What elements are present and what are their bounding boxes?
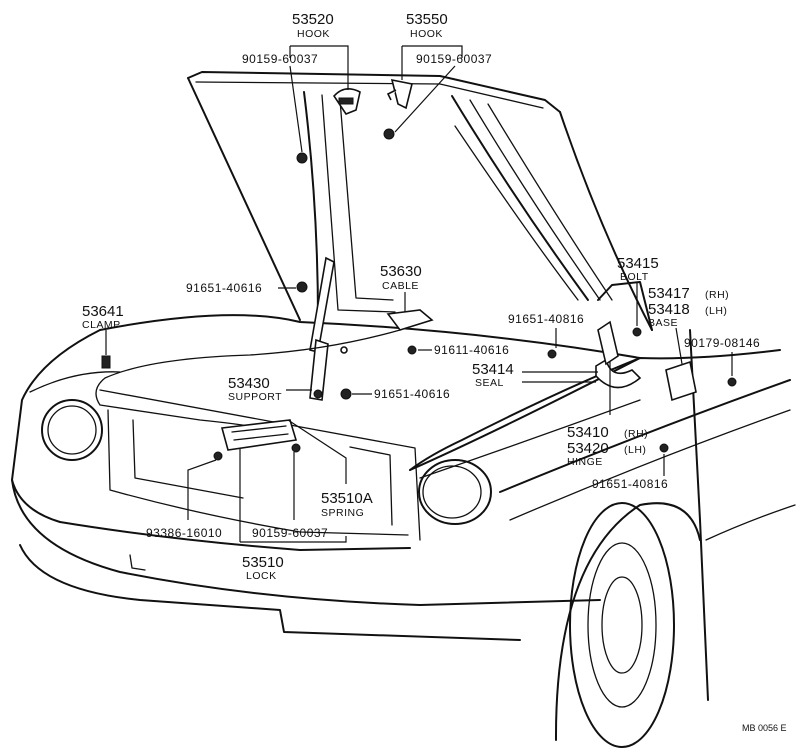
hinge-seal-part (595, 358, 642, 389)
label-90159-left: 90159-60037 (242, 52, 318, 66)
label-53417-suffix: (RH) (705, 289, 729, 301)
parts (95, 78, 737, 461)
label-91611-40616: 91611-40616 (434, 343, 509, 357)
label-90179-08146: 90179-08146 (684, 336, 760, 350)
release-cable-part (95, 309, 434, 431)
label-53430-name: SUPPORT (228, 391, 282, 403)
label-53510-name: LOCK (246, 570, 277, 582)
label-53520-number: 53520 (292, 11, 334, 28)
hood-hook-right-part (386, 78, 413, 110)
screw-right-part (383, 128, 395, 140)
hood-hook-left-part (332, 88, 361, 115)
part-labels: 53520 HOOK 53550 HOOK 90159-60037 90159-… (82, 11, 787, 733)
label-53415-number: 53415 (617, 255, 659, 272)
label-53520-name: HOOK (297, 28, 330, 40)
label-90159-60037-lower: 90159-60037 (252, 526, 328, 540)
label-53417-number: 53417 (648, 285, 690, 302)
label-90159-right: 90159-60037 (416, 52, 492, 66)
support-bolt-lower-part (340, 388, 352, 400)
hood-lock-part (213, 419, 301, 461)
bolt-91611-part (407, 345, 417, 355)
clamp-part (101, 355, 111, 369)
label-53420-suffix: (LH) (624, 444, 646, 456)
label-53641-name: CLAMP (82, 319, 121, 331)
hinge-bolt-lower-part (659, 443, 669, 453)
hinge-base-part (665, 360, 697, 402)
hood-hinge-part (597, 320, 619, 366)
label-53414-number: 53414 (472, 361, 514, 378)
label-53510-number: 53510 (242, 554, 284, 571)
label-53430-number: 53430 (228, 375, 270, 392)
leader-lines (105, 45, 733, 543)
label-53410-suffix: (RH) (624, 428, 648, 440)
label-53420-name: HINGE (567, 456, 603, 468)
hood-support-part (309, 256, 335, 401)
label-53550-number: 53550 (406, 11, 448, 28)
screw-left-part (296, 152, 308, 164)
label-53630-name: CABLE (382, 280, 419, 292)
label-53410-number: 53410 (567, 424, 609, 441)
support-bolt-upper-part (296, 281, 308, 293)
label-53414-name: SEAL (475, 377, 504, 389)
label-91651-40816-lower: 91651-40816 (592, 477, 668, 491)
screw-90179-part (727, 377, 737, 387)
hinge-bolt-part (547, 349, 557, 359)
hinge-bolt-53415-part (632, 327, 642, 337)
label-91651-40616-upper: 91651-40616 (186, 281, 262, 295)
label-53418-number: 53418 (648, 301, 690, 318)
label-53550-name: HOOK (410, 28, 443, 40)
label-53418-name: BASE (648, 317, 678, 329)
label-93386-16010: 93386-16010 (146, 526, 222, 540)
drawing-code: MB 0056 E (742, 723, 787, 733)
label-53510A-number: 53510A (321, 490, 373, 507)
label-53630-number: 53630 (380, 263, 422, 280)
car-body-outline (11, 71, 796, 748)
label-53415-name: BOLT (620, 271, 649, 283)
label-53510A-name: SPRING (321, 507, 364, 519)
label-53420-number: 53420 (567, 440, 609, 457)
label-53418-suffix: (LH) (705, 305, 727, 317)
label-91651-40616-lower: 91651-40616 (374, 387, 450, 401)
label-91651-40816-hinge: 91651-40816 (508, 312, 584, 326)
label-53641-number: 53641 (82, 303, 124, 320)
